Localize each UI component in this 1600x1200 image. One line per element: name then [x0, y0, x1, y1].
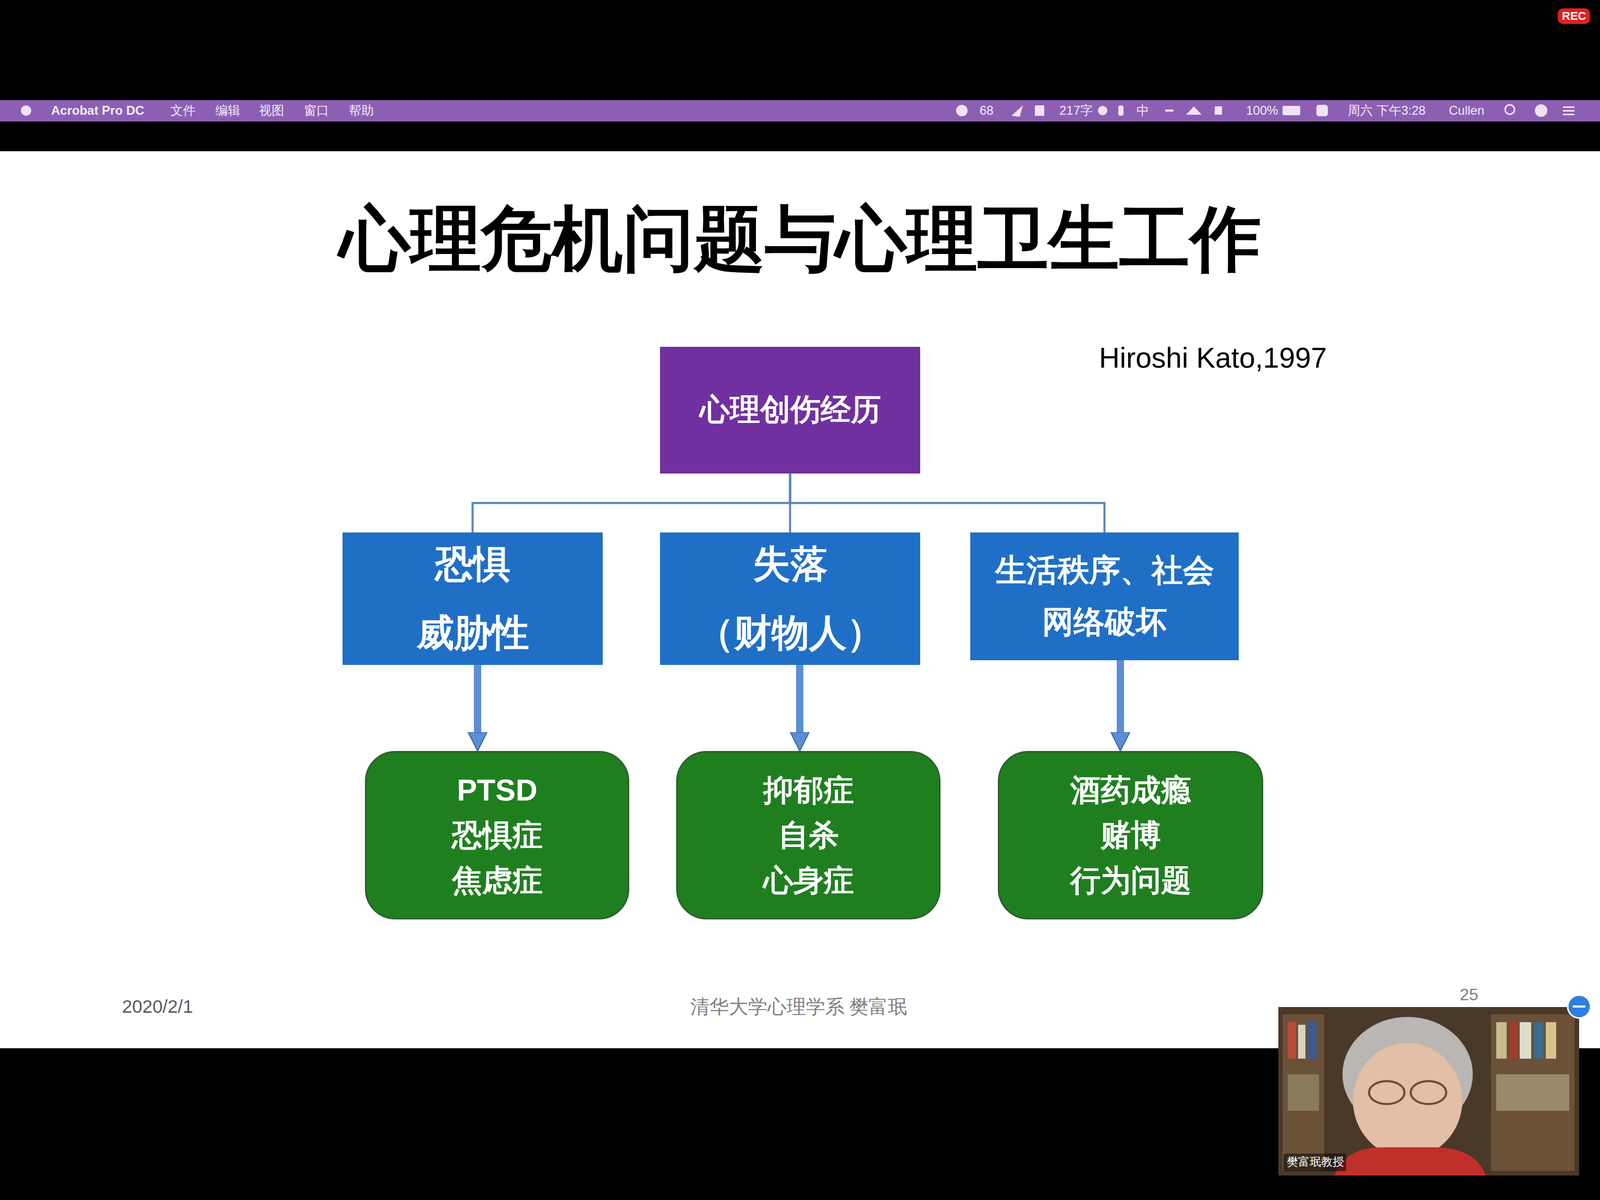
source-box: 心理创伤经历 — [660, 346, 921, 474]
block-arrow — [1116, 660, 1125, 732]
node-text: （财物人） — [696, 609, 885, 657]
status-item: 中 — [1136, 103, 1150, 119]
menu-item: 视图 — [259, 103, 285, 119]
menu-item: 窗口 — [303, 103, 329, 119]
category-box: 失落 （财物人） — [660, 532, 921, 665]
app-name: Acrobat Pro DC — [51, 103, 145, 119]
outcome-box: 酒药成瘾赌博行为问题 — [997, 750, 1264, 920]
tree-connector — [472, 473, 791, 533]
status-item: 68 — [979, 103, 994, 119]
outcome-box: PTSD 恐惧症焦虑症 — [364, 750, 630, 920]
category-box: 恐惧威胁性 — [342, 532, 603, 665]
node-text: 酒药成瘾 — [1070, 771, 1192, 810]
menu-icons — [20, 104, 1575, 117]
menu-item: 文件 — [170, 103, 196, 119]
node-text: 自杀 — [778, 815, 839, 854]
tree-connector — [790, 473, 1105, 533]
webcam-view — [1278, 1006, 1580, 1176]
menu-bar — [0, 100, 1600, 122]
node-text: 威胁性 — [416, 609, 530, 657]
status-clock: 周六 下午3:28 — [1347, 103, 1426, 119]
node-text: 恐惧症 — [452, 815, 543, 854]
node-text: 心理创伤经历 — [699, 391, 882, 430]
status-item: 100% — [1246, 103, 1278, 119]
speaker-name: 樊富珉教授 — [1286, 1154, 1345, 1169]
block-arrow — [473, 664, 482, 732]
outcome-box: 抑郁症自杀心身症 — [676, 750, 941, 920]
user-name: Cullen — [1448, 103, 1485, 119]
node-text: 生活秩序、社会网络破坏 — [980, 544, 1229, 649]
slide-title: 心理危机问题与心理卫生工作 — [0, 197, 1600, 283]
menu-item: 帮助 — [348, 103, 374, 119]
node-text: 心身症 — [763, 861, 854, 900]
record-badge: REC — [1557, 8, 1591, 24]
status-item: 217字 — [1059, 103, 1093, 119]
node-text: 抑郁症 — [763, 771, 854, 810]
block-arrow — [796, 664, 804, 732]
node-text: PTSD — [456, 771, 538, 810]
node-text: 焦虑症 — [452, 861, 543, 900]
node-text: 恐惧 — [435, 540, 511, 588]
page-number: 25 — [1459, 984, 1479, 1005]
slide-ground — [0, 151, 1600, 1048]
slide-date: 2020/2/1 — [121, 995, 193, 1018]
citation: Hiroshi Kato,1997 — [1098, 340, 1327, 375]
category-box: 生活秩序、社会网络破坏 — [970, 532, 1239, 661]
node-text: 行为问题 — [1070, 861, 1192, 900]
slide-footer: 清华大学心理学系 樊富珉 — [690, 995, 908, 1019]
minimize-button — [1567, 994, 1591, 1018]
node-text: 失落 — [752, 540, 828, 588]
node-text: 赌博 — [1100, 815, 1162, 854]
menu-item: 编辑 — [215, 103, 241, 119]
